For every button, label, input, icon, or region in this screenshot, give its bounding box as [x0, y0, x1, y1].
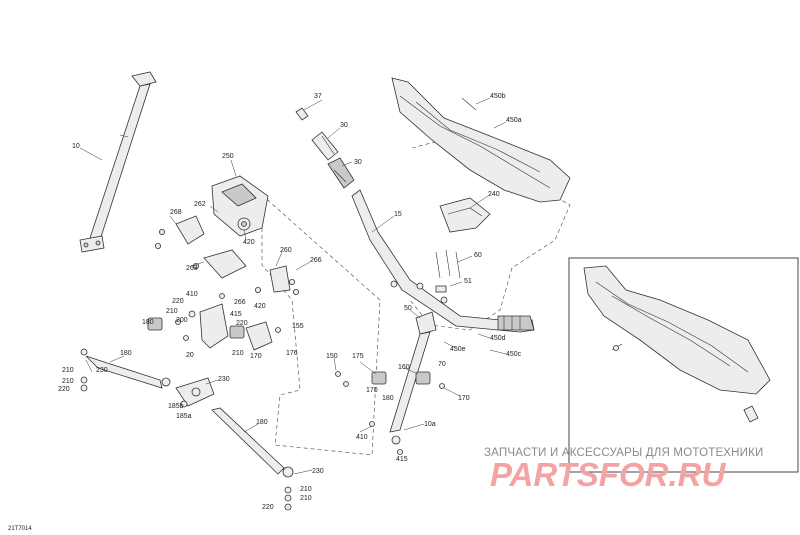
callout-label: 415 [396, 456, 408, 463]
callout-label: 450b [490, 93, 506, 100]
watermark-subtitle: ЗАПЧАСТИ И АКСЕССУАРЫ ДЛЯ МОТОТЕХНИКИ [484, 447, 764, 459]
callout-label: 220 [236, 320, 248, 327]
part-lower-clamp-group [147, 293, 281, 351]
callout-label: 60 [474, 252, 482, 259]
callout-label: 150 [326, 353, 338, 360]
callout-label: 170 [458, 395, 470, 402]
callout-label: 200 [176, 317, 188, 324]
callout-label: 420 [254, 303, 266, 310]
part-grip-37-30 [295, 107, 355, 189]
callout-label: 51 [464, 278, 472, 285]
callout-label: 450e [450, 346, 466, 353]
callout-label: 210 [300, 486, 312, 493]
callout-label: 240 [488, 191, 500, 198]
part-bolts-60-51 [390, 249, 461, 304]
callout-label: 230 [96, 367, 108, 374]
callout-label: 180 [256, 419, 268, 426]
watermark-logo-text: PARTSFOR.RU [490, 456, 726, 493]
callout-label: 210 [62, 367, 74, 374]
drawing-code: 21T7014 [8, 526, 32, 532]
callout-label: 210 [300, 495, 312, 502]
callout-labels: 10 250 262 268 263 260 266 420 266 420 4… [58, 93, 522, 511]
callout-label: 250 [222, 153, 234, 160]
callout-label: 176 [286, 350, 298, 357]
callout-label: 30 [340, 122, 348, 129]
watermark: ЗАПЧАСТИ И АКСЕССУАРЫ ДЛЯ МОТОТЕХНИКИ PA… [484, 447, 764, 493]
callout-label: 210 [166, 308, 178, 315]
callout-label: 230 [312, 468, 324, 475]
callout-label: 415 [230, 311, 242, 318]
part-steering-arm [175, 377, 215, 408]
callout-label: 450a [506, 117, 522, 124]
detail-inset-box [568, 257, 799, 473]
part-housing-250 [154, 175, 299, 295]
callout-label: 180 [120, 350, 132, 357]
callout-label: 10 [72, 143, 80, 150]
callout-label: 175 [352, 353, 364, 360]
part-tie-rod-upper [80, 348, 171, 392]
callout-label: 262 [194, 201, 206, 208]
callout-label: 410 [356, 434, 368, 441]
callout-label: 180 [142, 319, 154, 326]
callout-label: 30 [354, 159, 362, 166]
callout-label: 50 [404, 305, 412, 312]
callout-label: 210 [62, 378, 74, 385]
callout-label: 450d [490, 335, 506, 342]
callout-label: 185a [176, 413, 192, 420]
callout-label: 170 [250, 353, 262, 360]
callout-label: 263 [186, 265, 198, 272]
callout-label: 210 [232, 350, 244, 357]
callout-label: 185b [168, 403, 184, 410]
assembly-outline-left [261, 194, 381, 456]
part-inset-windshield [583, 265, 771, 423]
leader-lines [79, 97, 507, 475]
callout-label: 220 [262, 504, 274, 511]
callout-label: 180 [382, 395, 394, 402]
callout-label: 268 [170, 209, 182, 216]
part-tie-rod-lower [211, 407, 294, 511]
part-cover-240 [439, 197, 491, 233]
callout-label: 260 [280, 247, 292, 254]
callout-label: 160 [398, 364, 410, 371]
callout-label: 230 [218, 376, 230, 383]
callout-label: 70 [438, 361, 446, 368]
callout-label: 155 [292, 323, 304, 330]
callout-label: 450c [506, 351, 522, 358]
callout-label: 37 [314, 93, 322, 100]
callout-label: 170 [366, 387, 378, 394]
callout-label: 220 [172, 298, 184, 305]
callout-label: 266 [310, 257, 322, 264]
callout-label: 420 [243, 239, 255, 246]
callout-label: 10a [424, 421, 436, 428]
callout-label: 15 [394, 211, 402, 218]
part-steering-shaft-10a [335, 311, 445, 455]
callout-label: 220 [58, 386, 70, 393]
callout-label: 266 [234, 299, 246, 306]
part-windshield-450 [391, 77, 571, 203]
callout-label: 20 [186, 352, 194, 359]
part-handlebar-15 [351, 189, 535, 333]
part-steering-column [79, 71, 157, 253]
callout-label: 410 [186, 291, 198, 298]
